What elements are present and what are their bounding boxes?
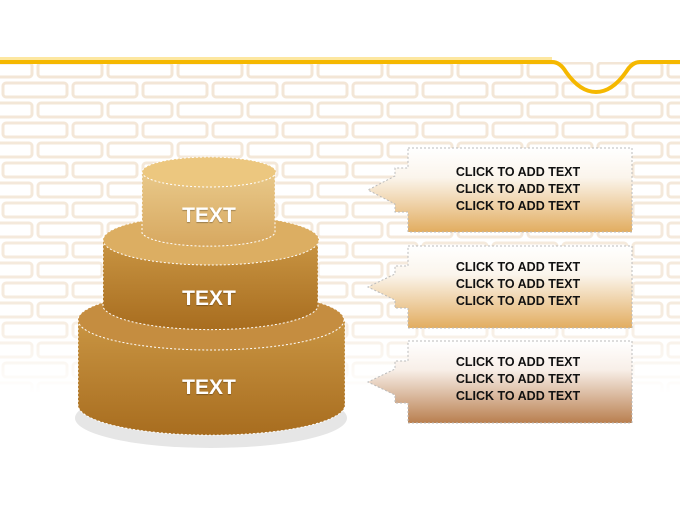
callout-3-text[interactable]: CLICK TO ADD TEXT CLICK TO ADD TEXT CLIC… (420, 354, 616, 405)
cake-diagram (75, 156, 347, 448)
tier-middle-label[interactable]: TEXT (182, 287, 236, 310)
callout-line: CLICK TO ADD TEXT (455, 277, 581, 291)
callout-1-text[interactable]: CLICK TO ADD TEXT CLICK TO ADD TEXT CLIC… (420, 164, 616, 215)
callout-line: CLICK TO ADD TEXT (455, 372, 581, 386)
callout-line: CLICK TO ADD TEXT (455, 294, 581, 308)
callout-line: CLICK TO ADD TEXT (455, 165, 581, 179)
tier-top-label[interactable]: TEXT (182, 204, 236, 227)
callout-shapes (366, 147, 633, 424)
header-line (0, 60, 680, 95)
callout-2-text[interactable]: CLICK TO ADD TEXT CLICK TO ADD TEXT CLIC… (420, 259, 616, 310)
callout-line: CLICK TO ADD TEXT (455, 260, 581, 274)
callout-line: CLICK TO ADD TEXT (455, 389, 581, 403)
callout-line: CLICK TO ADD TEXT (455, 182, 581, 196)
callout-line: CLICK TO ADD TEXT (455, 199, 581, 213)
tier-bottom-label[interactable]: TEXT (182, 376, 236, 399)
callout-line: CLICK TO ADD TEXT (455, 355, 581, 369)
